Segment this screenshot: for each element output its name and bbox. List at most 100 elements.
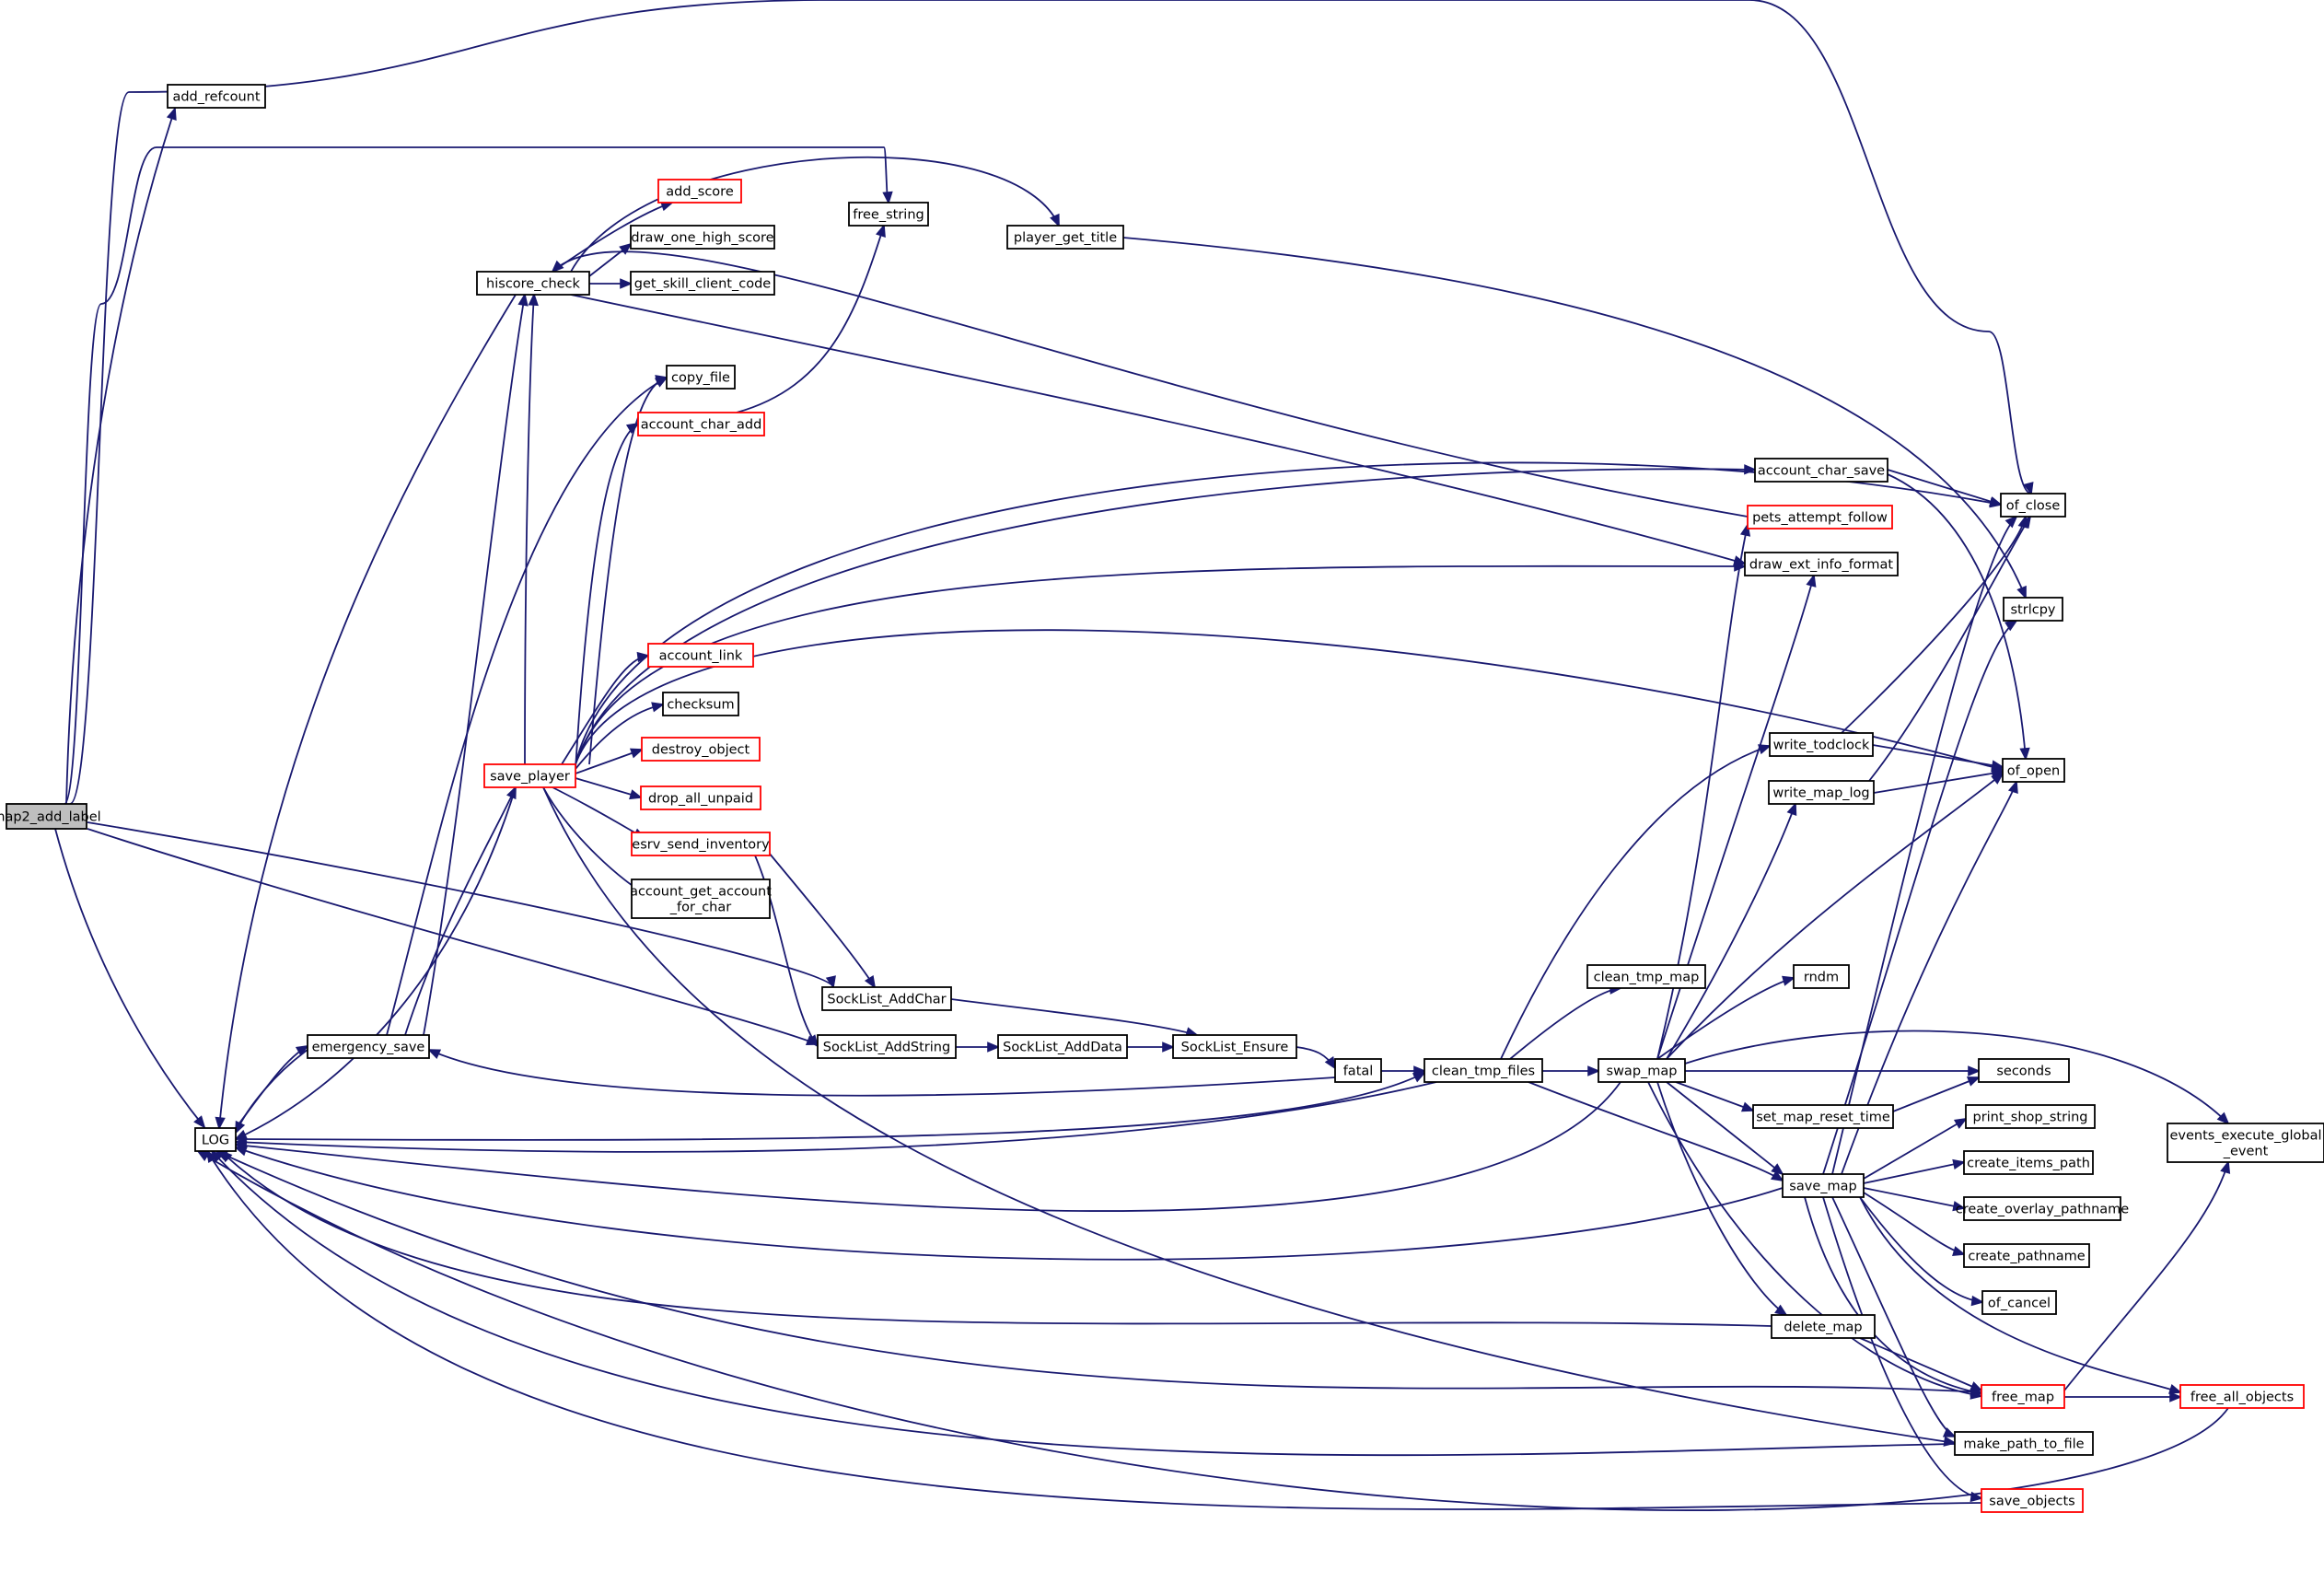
node-account_char_add[interactable]: account_char_add (637, 412, 765, 436)
node-seconds[interactable]: seconds (1978, 1058, 2070, 1083)
node-player_get_title[interactable]: player_get_title (1006, 225, 1124, 250)
node-drop_all_unpaid[interactable]: drop_all_unpaid (640, 786, 761, 810)
node-box (666, 365, 736, 390)
edge-line (1868, 516, 2031, 782)
node-events_execute_global_event[interactable]: events_execute_global_event (2167, 1123, 2324, 1163)
arrowhead-icon (1968, 1065, 1981, 1076)
arrowhead-icon (654, 376, 668, 388)
node-create_pathname[interactable]: create_pathname (1963, 1243, 2090, 1268)
node-free_all_objects[interactable]: free_all_objects (2179, 1384, 2305, 1409)
node-set_map_reset_time[interactable]: set_map_reset_time (1752, 1104, 1894, 1129)
node-label: map2_add_label (0, 810, 101, 825)
node-SockList_AddString[interactable]: SockList_AddString (817, 1034, 957, 1059)
arrowhead-icon (1991, 760, 2005, 771)
node-destroy_object[interactable]: destroy_object (641, 737, 761, 762)
edge-save_player-to-destroy_object (575, 748, 644, 774)
node-label: LOG (202, 1134, 229, 1148)
edge-map2_add_label-to-add_refcount (65, 106, 177, 805)
node-esrv_send_inventory[interactable]: esrv_send_inventory (631, 832, 771, 856)
arrowhead-icon (2004, 619, 2018, 632)
node-label: add_score (666, 185, 734, 200)
node-emergency_save[interactable]: emergency_save (307, 1034, 430, 1059)
node-free_string[interactable]: free_string (848, 202, 929, 227)
node-label: _for_char (669, 901, 731, 915)
node-map2_add_label[interactable]: map2_add_label (0, 803, 101, 830)
node-add_refcount[interactable]: add_refcount (167, 84, 266, 109)
node-copy_file[interactable]: copy_file (666, 365, 736, 390)
node-free_map[interactable]: free_map (1981, 1384, 2065, 1409)
node-of_cancel[interactable]: of_cancel (1981, 1290, 2057, 1315)
node-clean_tmp_map[interactable]: clean_tmp_map (1586, 964, 1706, 989)
edge-save_map-to-create_pathname (1863, 1192, 1967, 1257)
arrowhead-icon (1162, 1042, 1176, 1053)
edge-line (575, 564, 1746, 765)
node-SockList_AddChar[interactable]: SockList_AddChar (821, 986, 952, 1011)
node-rndm[interactable]: rndm (1793, 964, 1850, 989)
node-label: of_cancel (1988, 1297, 2051, 1311)
edge-save_map-to-LOG (234, 1146, 1784, 1261)
node-account_get_account_for_char[interactable]: account_get_account_for_char (630, 879, 772, 919)
node-swap_map[interactable]: swap_map (1598, 1058, 1686, 1083)
node-delete_map[interactable]: delete_map (1771, 1314, 1876, 1339)
node-get_skill_client_code[interactable]: get_skill_client_code (630, 271, 775, 296)
edge-save_player-to-hiscore_check (524, 292, 539, 765)
edge-SockList_Ensure-to-fatal (1296, 1046, 1337, 1070)
edge-swap_map-to-free_map (1647, 1081, 1984, 1400)
edge-write_map_log-to-of_open (1873, 768, 2005, 794)
edge-swap_map-to-set_map_reset_time (1675, 1081, 1755, 1112)
node-label: SockList_AddString (823, 1041, 950, 1055)
edge-line (404, 786, 517, 1036)
node-save_objects[interactable]: save_objects (1981, 1488, 2084, 1513)
edge-line (1666, 803, 1796, 1060)
node-create_items_path[interactable]: create_items_path (1963, 1150, 2094, 1175)
node-write_map_log[interactable]: write_map_log (1768, 780, 1875, 805)
edge-line (575, 468, 1756, 765)
edge-line (1675, 1081, 1754, 1111)
arrowhead-icon (427, 1049, 442, 1060)
edge-line (736, 225, 885, 413)
node-checksum[interactable]: checksum (662, 692, 739, 716)
node-box (817, 1034, 957, 1059)
node-write_todclock[interactable]: write_todclock (1769, 732, 1874, 757)
node-save_map[interactable]: save_map (1782, 1173, 1865, 1198)
edge-line (1500, 745, 1771, 1060)
node-label: draw_one_high_score (631, 231, 773, 246)
node-add_score[interactable]: add_score (657, 179, 742, 204)
node-account_link[interactable]: account_link (647, 643, 754, 668)
node-draw_ext_info_format[interactable]: draw_ext_info_format (1744, 552, 1899, 576)
node-of_open[interactable]: of_open (2002, 758, 2065, 783)
node-make_path_to_file[interactable]: make_path_to_file (1954, 1431, 2094, 1456)
node-LOG[interactable]: LOG (194, 1127, 237, 1152)
node-strlcpy[interactable]: strlcpy (2003, 597, 2063, 622)
node-SockList_AddData[interactable]: SockList_AddData (997, 1034, 1128, 1059)
node-box (997, 1034, 1128, 1059)
node-box (1771, 1314, 1876, 1339)
node-clean_tmp_files[interactable]: clean_tmp_files (1423, 1058, 1543, 1083)
node-save_player[interactable]: save_player (483, 763, 576, 788)
arrowhead-icon (1952, 1158, 1967, 1170)
edge-hiscore_check-to-draw_one_high_score (588, 242, 633, 277)
node-of_close[interactable]: of_close (2000, 493, 2066, 518)
arrowhead-icon (629, 748, 644, 759)
edge-line (386, 377, 668, 1036)
edge-line (211, 1150, 1956, 1457)
node-draw_one_high_score[interactable]: draw_one_high_score (630, 225, 775, 250)
edge-line (1528, 1081, 1784, 1181)
arrowhead-icon (864, 974, 877, 989)
edge-pets_attempt_follow-to-hiscore_check (551, 250, 1749, 518)
node-fatal[interactable]: fatal (1334, 1058, 1382, 1083)
edge-make_path_to_file-to-LOG (210, 1149, 1956, 1457)
edge-line (235, 1081, 1437, 1153)
node-account_char_save[interactable]: account_char_save (1754, 458, 1888, 483)
arrowhead-icon (1740, 1101, 1755, 1112)
node-hiscore_check[interactable]: hiscore_check (476, 271, 590, 296)
edge-line (215, 1150, 1982, 1393)
arrowhead-icon (629, 789, 644, 800)
edge-save_map-to-of_cancel (1859, 1196, 1985, 1307)
node-label: hiscore_check (486, 277, 580, 292)
arrowhead-icon (2004, 515, 2018, 529)
node-print_shop_string[interactable]: print_shop_string (1965, 1104, 2096, 1129)
node-pets_attempt_follow[interactable]: pets_attempt_follow (1747, 505, 1893, 529)
node-create_overlay_pathname[interactable]: create_overlay_pathname (1956, 1196, 2130, 1221)
node-SockList_Ensure[interactable]: SockList_Ensure (1172, 1034, 1297, 1059)
